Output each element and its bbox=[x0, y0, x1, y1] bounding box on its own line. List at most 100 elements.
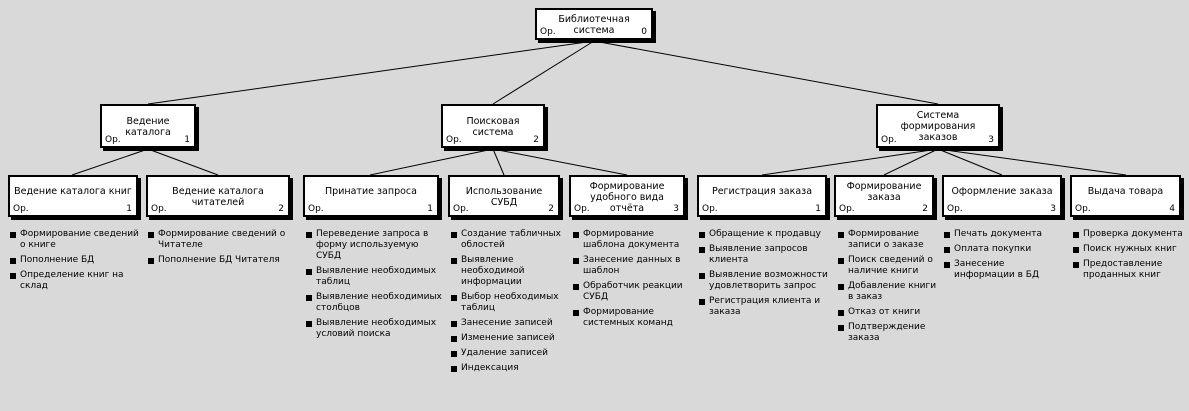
list-item: Выявление запросов клиента bbox=[699, 244, 829, 266]
node-title: Ведение каталога книг bbox=[14, 186, 132, 197]
bullet-square-icon bbox=[1073, 232, 1079, 238]
node-role: Ор. bbox=[13, 204, 29, 214]
list-item: Изменение записей bbox=[451, 333, 567, 344]
bullet-square-icon bbox=[451, 258, 457, 264]
task-label: Пополнение БД bbox=[20, 255, 95, 265]
list-item: Занесение записей bbox=[451, 318, 567, 329]
node-number: 1 bbox=[427, 204, 433, 214]
bullet-square-icon bbox=[306, 321, 312, 327]
node-title: Формирование заказа bbox=[846, 181, 922, 203]
node-order-processing[interactable]: Оформление заказа Ор. 3 bbox=[942, 175, 1062, 217]
node-book-catalog[interactable]: Ведение каталога книг Ор. 1 bbox=[8, 175, 138, 217]
list-item: Добавление книги в заказ bbox=[838, 281, 942, 303]
bullet-square-icon bbox=[10, 273, 16, 279]
bullet-square-icon bbox=[306, 232, 312, 238]
node-order-forming[interactable]: Формирование заказа Ор. 2 bbox=[834, 175, 934, 217]
list-item: Обращение к продавцу bbox=[699, 229, 829, 240]
bullet-square-icon bbox=[573, 284, 579, 290]
list-item: Регистрация клиента и заказа bbox=[699, 296, 829, 318]
node-role: Ор. bbox=[702, 204, 718, 214]
bullet-square-icon bbox=[1073, 262, 1079, 268]
bullet-square-icon bbox=[451, 321, 457, 327]
bullet-square-icon bbox=[451, 351, 457, 357]
node-title: Использование СУБД bbox=[465, 186, 543, 208]
list-item: Формирование записи о заказе bbox=[838, 229, 942, 251]
connector-line bbox=[71, 148, 149, 176]
connector-line bbox=[761, 148, 939, 176]
node-number: 1 bbox=[815, 204, 821, 214]
connector-line bbox=[492, 148, 628, 176]
list-item: Поиск сведений о наличие книги bbox=[838, 255, 942, 277]
task-list: Проверка документа Поиск нужных книг Пре… bbox=[1073, 229, 1185, 285]
list-item: Выявление необходимиых столбцов bbox=[306, 292, 442, 314]
node-role: Ор. bbox=[151, 204, 167, 214]
task-label: Формирование сведений о книге bbox=[20, 229, 139, 250]
node-role: Ор. bbox=[574, 204, 590, 214]
task-label: Выявление необходимой информации bbox=[461, 255, 525, 287]
task-list: Создание табличных облостей Выявление не… bbox=[451, 229, 567, 378]
connector-line bbox=[937, 148, 1003, 176]
task-list: Обращение к продавцу Выявление запросов … bbox=[699, 229, 829, 322]
connector-line bbox=[369, 148, 494, 176]
list-item: Переведение запроса в форму используемую… bbox=[306, 229, 442, 262]
task-label: Удаление записей bbox=[461, 348, 549, 358]
task-list: Переведение запроса в форму используемую… bbox=[306, 229, 442, 344]
list-item: Формирование сведений о Читателе bbox=[148, 229, 296, 251]
bullet-square-icon bbox=[699, 247, 705, 253]
task-label: Формирование сведений о Читателе bbox=[158, 229, 286, 250]
task-label: Подтверждение заказа bbox=[848, 322, 926, 343]
node-search-system[interactable]: Поисковая система Ор. 2 bbox=[441, 104, 545, 148]
list-item: Создание табличных облостей bbox=[451, 229, 567, 251]
task-label: Проверка документа bbox=[1083, 229, 1183, 239]
node-catalog[interactable]: Ведение каталога Ор. 1 bbox=[100, 104, 196, 148]
list-item: Отказ от книги bbox=[838, 307, 942, 318]
bullet-square-icon bbox=[573, 310, 579, 316]
connector-line bbox=[593, 40, 939, 105]
task-label: Поиск сведений о наличие книги bbox=[848, 255, 933, 276]
bullet-square-icon bbox=[573, 232, 579, 238]
node-role: Ор. bbox=[947, 204, 963, 214]
list-item: Формирование шаблона документа bbox=[573, 229, 691, 251]
bullet-square-icon bbox=[944, 262, 950, 268]
node-goods-issue[interactable]: Выдача товара Ор. 4 bbox=[1070, 175, 1181, 217]
node-root[interactable]: Библиотечная система Ор. 0 bbox=[535, 8, 653, 40]
node-role: Ор. bbox=[1075, 204, 1091, 214]
task-label: Добавление книги в заказ bbox=[848, 281, 937, 302]
node-accept-request[interactable]: Принатие запроса Ор. 1 bbox=[303, 175, 439, 217]
task-label: Формирование системных команд bbox=[583, 307, 673, 328]
connector-line bbox=[147, 148, 219, 176]
node-title: Выдача товара bbox=[1087, 186, 1164, 197]
bullet-square-icon bbox=[306, 295, 312, 301]
bullet-square-icon bbox=[838, 310, 844, 316]
task-label: Оплата покупки bbox=[954, 244, 1032, 254]
task-label: Выявление возможности удовлетворить запр… bbox=[709, 270, 828, 291]
node-reader-catalog[interactable]: Ведение каталога читателей Ор. 2 bbox=[146, 175, 290, 217]
task-label: Выявление необходимых таблиц bbox=[316, 266, 437, 287]
task-label: Выбор необходимых таблиц bbox=[461, 292, 559, 313]
node-use-dbms[interactable]: Использование СУБД Ор. 2 bbox=[448, 175, 560, 217]
node-order-registration[interactable]: Регистрация заказа Ор. 1 bbox=[697, 175, 827, 217]
node-role: Ор. bbox=[540, 27, 556, 37]
node-role: Ор. bbox=[881, 135, 897, 145]
list-item: Выявление необходимых таблиц bbox=[306, 266, 442, 288]
node-title: Оформление заказа bbox=[951, 186, 1053, 197]
task-label: Печать документа bbox=[954, 229, 1043, 239]
list-item: Печать документа bbox=[944, 229, 1068, 240]
task-label: Занесение записей bbox=[461, 318, 553, 328]
bullet-square-icon bbox=[451, 295, 457, 301]
task-label: Обработчик реакции СУБД bbox=[583, 281, 683, 302]
list-item: Формирование сведений о книге bbox=[10, 229, 142, 251]
node-title: Библиотечная система bbox=[558, 14, 630, 36]
bullet-square-icon bbox=[944, 247, 950, 253]
node-report-format[interactable]: Формирование удобного вида отчёта Ор. 3 bbox=[569, 175, 685, 217]
task-label: Формирование записи о заказе bbox=[848, 229, 924, 250]
node-number: 2 bbox=[533, 135, 539, 145]
list-item: Обработчик реакции СУБД bbox=[573, 281, 691, 303]
task-label: Регистрация клиента и заказа bbox=[709, 296, 821, 317]
node-order-system[interactable]: Система формирования заказов Ор. 3 bbox=[876, 104, 1000, 148]
task-label: Пополнение БД Читателя bbox=[158, 255, 280, 265]
task-label: Занесение информации в БД bbox=[954, 259, 1040, 280]
bullet-square-icon bbox=[1073, 247, 1079, 253]
node-number: 3 bbox=[673, 204, 679, 214]
